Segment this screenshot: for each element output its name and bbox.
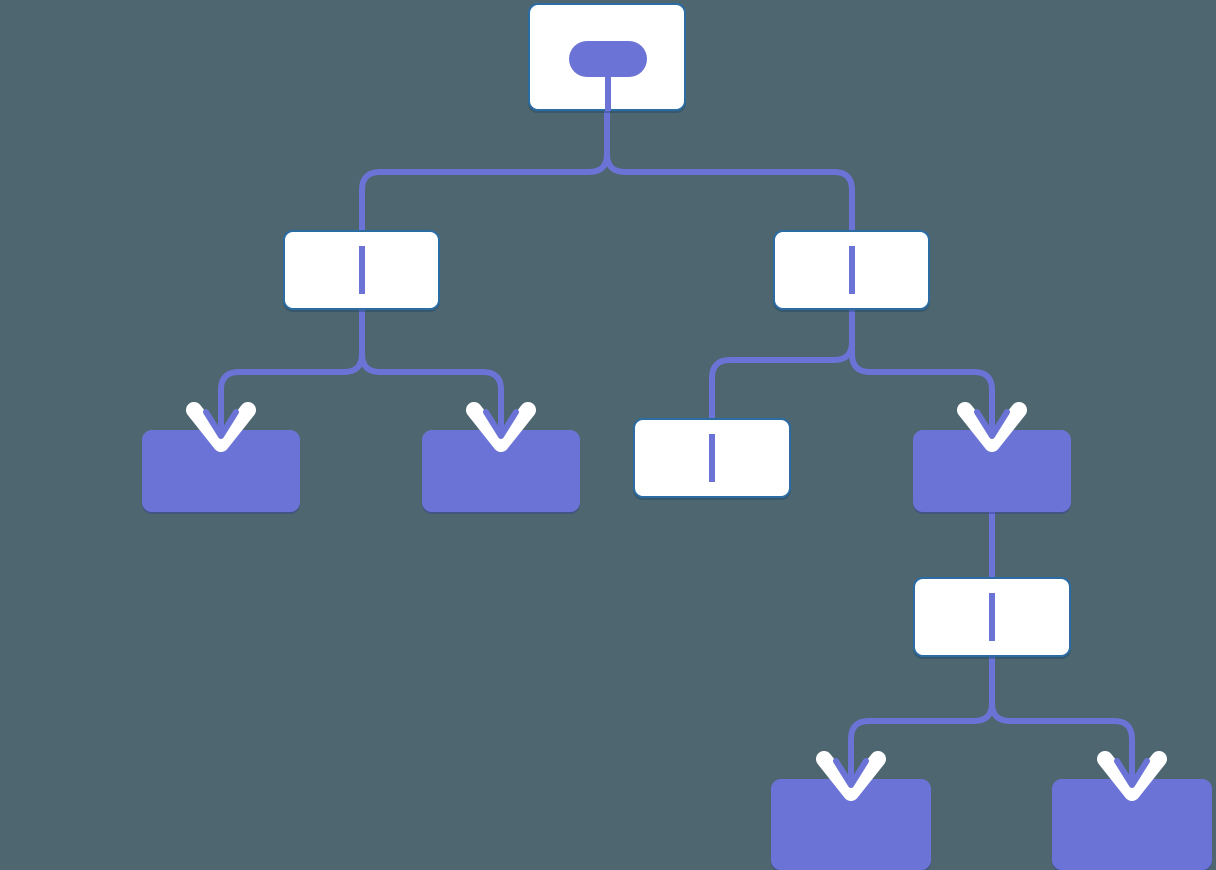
diagram-node-n7[interactable] bbox=[913, 430, 1071, 512]
connector-n8-to-n10 bbox=[989, 657, 1135, 779]
connector-n2-to-n4 bbox=[218, 310, 365, 430]
diagram-node-n3[interactable] bbox=[773, 230, 930, 310]
connector-n3-to-n6 bbox=[709, 310, 855, 418]
connector-n1-to-n3 bbox=[604, 111, 855, 230]
diagram-node-n5[interactable] bbox=[422, 430, 580, 512]
connector-n1-to-n2 bbox=[359, 111, 610, 230]
diagram-node-n8[interactable] bbox=[913, 577, 1071, 657]
connector-n3-to-n7 bbox=[849, 310, 995, 430]
connector-n2-to-n5 bbox=[359, 310, 504, 430]
connector-n8-to-n9 bbox=[848, 657, 995, 779]
root-node-badge bbox=[569, 41, 647, 77]
diagram-node-n10[interactable] bbox=[1052, 779, 1212, 870]
diagram-node-n2[interactable] bbox=[283, 230, 440, 310]
diagram-node-n9[interactable] bbox=[771, 779, 931, 870]
diagram-node-n6[interactable] bbox=[633, 418, 791, 498]
diagram-node-n4[interactable] bbox=[142, 430, 300, 512]
